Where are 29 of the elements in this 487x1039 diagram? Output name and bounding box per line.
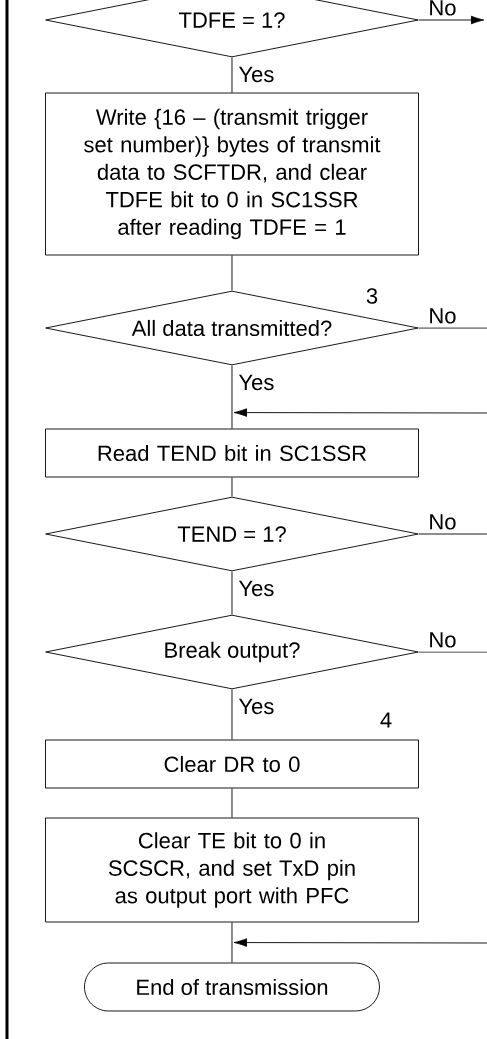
edge-label: Yes	[237, 697, 276, 716]
connector	[231, 922, 233, 963]
connector	[418, 533, 487, 535]
process-box: Clear TE bit to 0 in SCSCR, and set TxD pin as output port with PFC	[45, 817, 419, 923]
process-box: Write {16 – (transmit trigger set number)} bytes of transmit data to SCFTDR, and clear TDFE bit to 0 in SC1SSR after reading TDFE = 1	[45, 92, 419, 256]
callout-number: 4	[380, 712, 392, 728]
connector	[418, 15, 485, 25]
edge-label: No	[427, 0, 458, 17]
connector	[231, 57, 233, 93]
edge-label: No	[427, 307, 458, 325]
connector	[418, 327, 487, 329]
connector	[418, 651, 487, 653]
connector	[231, 477, 233, 497]
connector	[231, 788, 233, 818]
edge-label: Yes	[237, 65, 276, 84]
callout-number: 3	[366, 288, 378, 304]
connector	[231, 255, 233, 291]
edge-label: No	[427, 513, 458, 531]
edge-label: Yes	[237, 373, 276, 392]
connector	[231, 365, 233, 429]
edge-label: No	[427, 631, 458, 649]
connector	[233, 938, 487, 947]
process-box: Read TEND bit in SC1SSR	[45, 428, 419, 478]
connector	[233, 408, 487, 417]
edge-label: Yes	[237, 579, 276, 598]
connector	[231, 689, 233, 740]
connector	[231, 571, 233, 615]
terminal-box: End of transmission	[84, 962, 380, 1012]
process-box: Clear DR to 0	[45, 739, 419, 789]
